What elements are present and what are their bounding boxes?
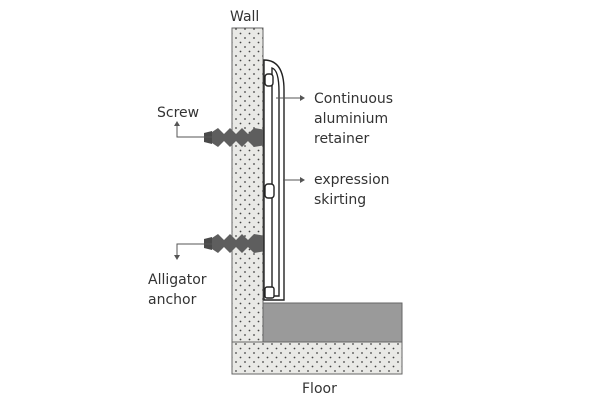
retainer-mid-clip [264,183,275,199]
label-skirting-line2: skirting [314,192,366,208]
skirting-profile [263,59,285,301]
anchor-leader [176,243,212,257]
skirting-arrowhead [300,177,305,183]
lower-anchor [212,234,266,253]
retainer-top-clip [264,73,274,87]
label-anchor-line1: Alligator [148,272,207,288]
wall-texture [232,28,263,346]
label-screw: Screw [157,105,199,121]
retainer-arrowhead [300,95,305,101]
label-skirting-line1: expression [314,172,390,188]
floor-finish [262,302,403,343]
skirting-inner-face [271,67,280,297]
upper-anchor [212,128,266,147]
screw-leader [176,124,212,138]
label-retainer-line1: Continuous [314,91,393,107]
retainer-base-clip [264,286,275,299]
floor-texture [232,342,402,374]
label-floor: Floor [302,381,337,397]
skirting-outer-shell [263,59,285,301]
leader-lines [174,95,305,260]
screw-arrowhead [174,121,180,126]
label-retainer-line3: retainer [314,131,370,147]
upper-fixing [204,128,266,147]
label-retainer-line2: aluminium [314,111,388,127]
label-wall: Wall [230,9,259,25]
label-anchor-line2: anchor [148,292,197,308]
anchor-arrowhead [174,255,180,260]
